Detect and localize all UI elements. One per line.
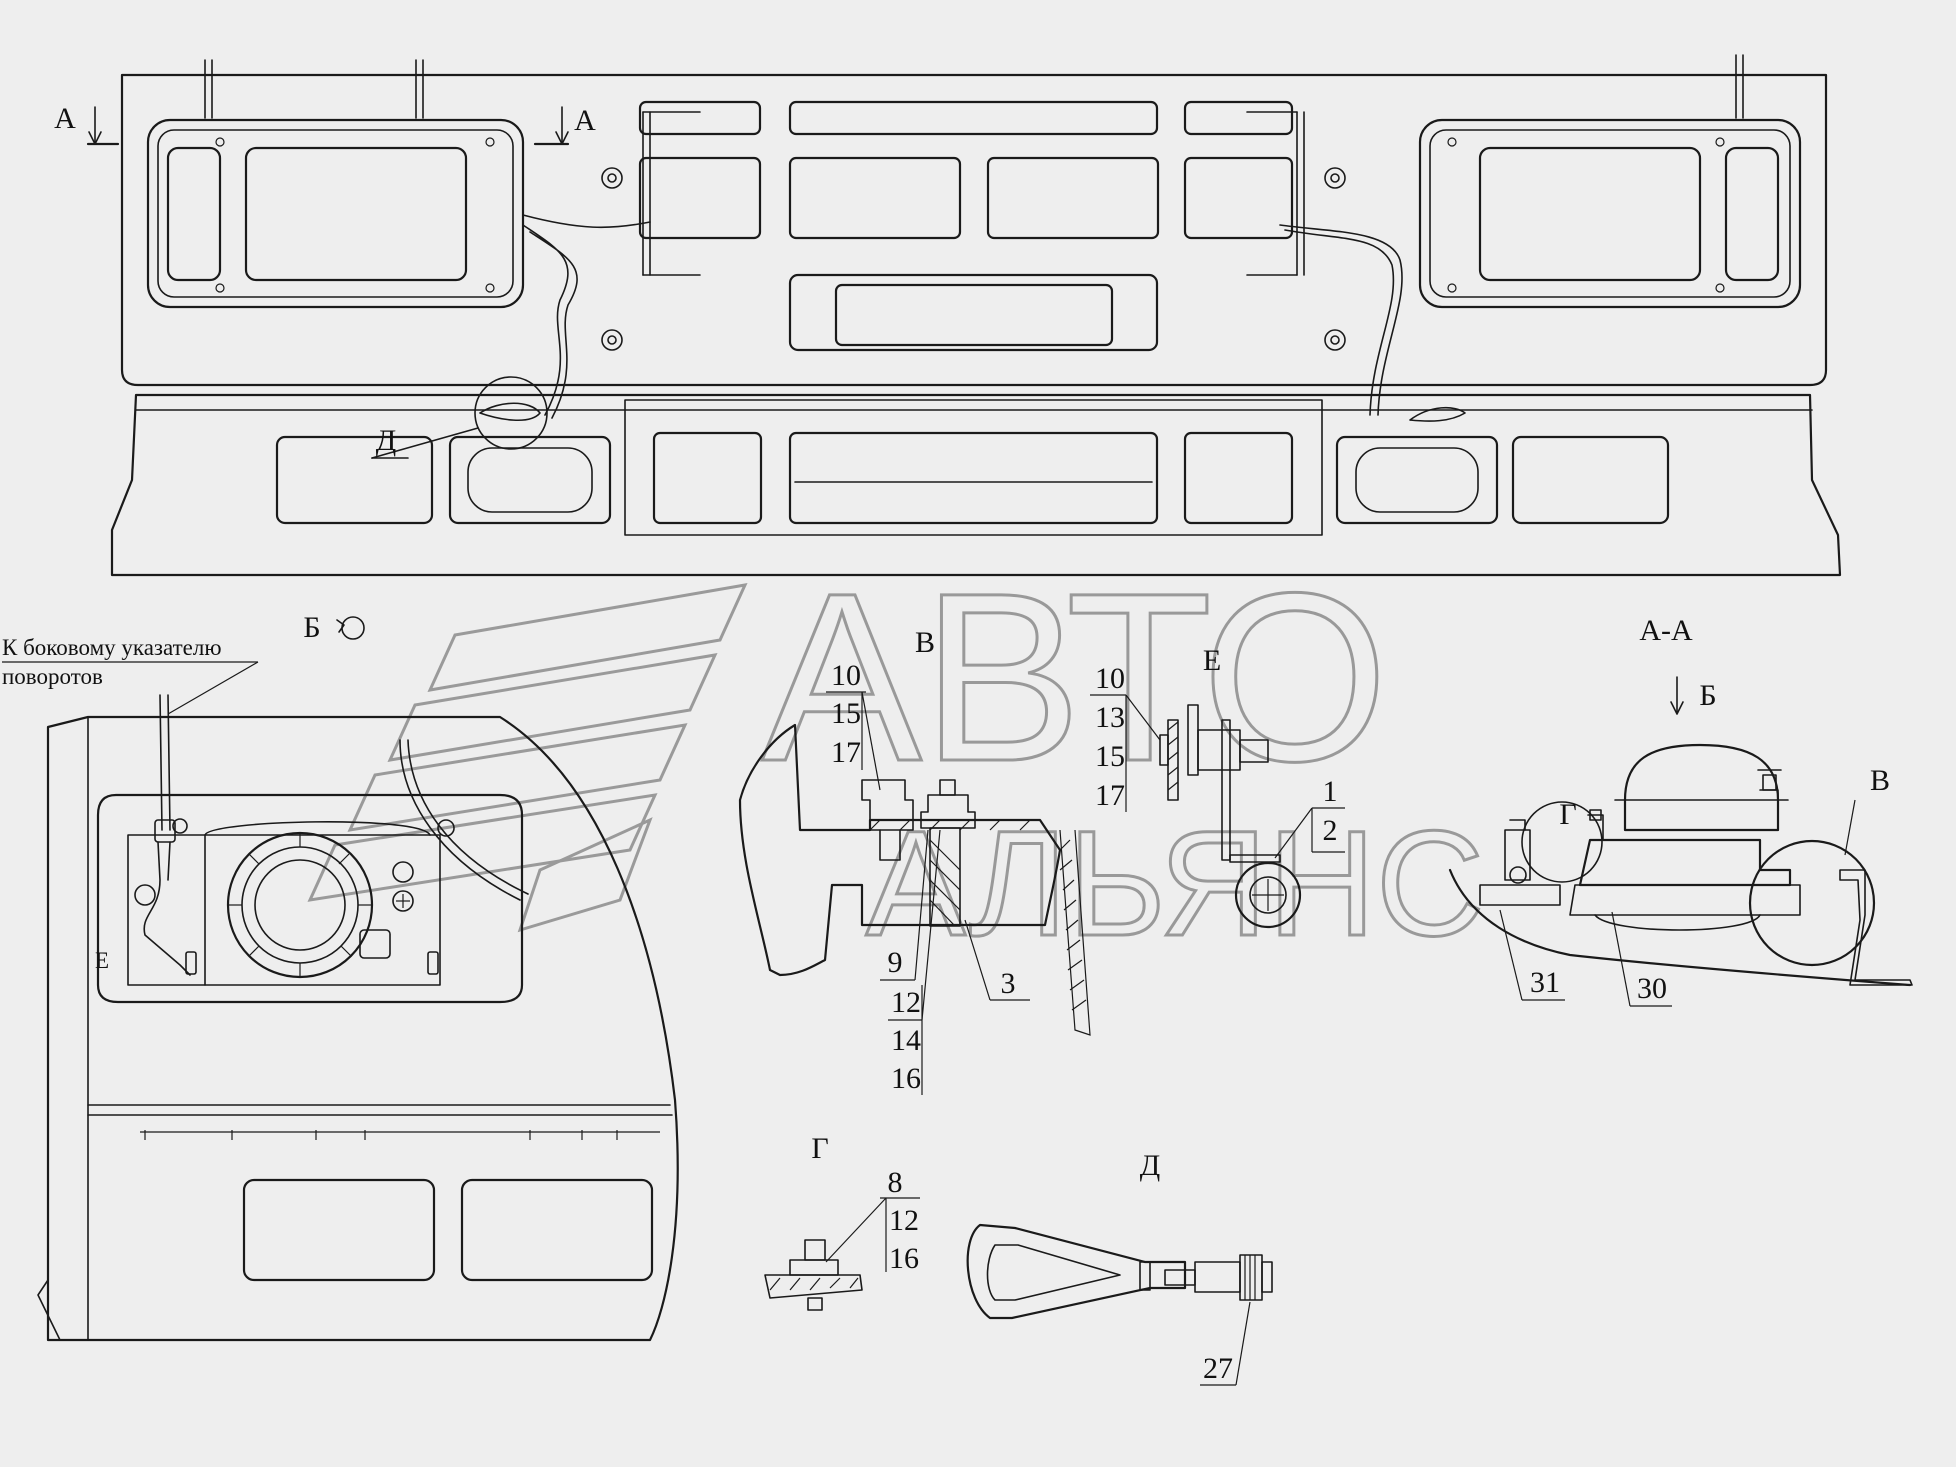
v-num-14: 14: [891, 1024, 921, 1057]
d-num-27: 27: [1203, 1352, 1233, 1385]
lamp-housing: [96, 793, 524, 1004]
fog-lamp-right-housing: [1335, 435, 1499, 525]
e-num-13: 13: [1095, 701, 1125, 734]
bumper-opening-right: [1511, 435, 1670, 525]
label-B-arrow: Б: [1699, 679, 1716, 712]
label-A-right: А: [574, 104, 596, 137]
d-loop-inner: [986, 1244, 1121, 1301]
v-num-17: 17: [831, 736, 861, 769]
headlamp-lens: [241, 846, 359, 964]
g-num-16: 16: [889, 1242, 919, 1275]
section-mark-A-left: А: [54, 102, 120, 146]
bumper-opening-side-2: [460, 1178, 654, 1282]
label-AA-section: А-А: [1639, 614, 1693, 647]
section-mark-A-right: А: [533, 104, 596, 146]
headlight-right: [1418, 118, 1802, 309]
g-nut: [789, 1259, 839, 1276]
section-AA: А-А Б Г В 31 30: [1448, 614, 1913, 1007]
adjuster-screw-1: [392, 861, 414, 883]
e-num-2: 2: [1323, 814, 1338, 847]
upper-panel-outline: [120, 73, 1828, 387]
label-V-circle: В: [1870, 764, 1890, 797]
label-G-callout: Г: [1559, 798, 1576, 831]
label-D-callout: Д: [376, 424, 396, 457]
v-num-12: 12: [891, 986, 921, 1019]
watermark-text-avto: АВТО: [762, 543, 1389, 811]
d-connector: [1194, 1261, 1241, 1293]
v-num-10: 10: [831, 659, 861, 692]
view-V-detail: В 10 15 17 9 12 14 16 3: [738, 626, 1091, 1095]
top-panel-front-view: Д А А: [54, 54, 1842, 577]
e-nut: [1197, 729, 1241, 771]
bumper-opening-left: [275, 435, 434, 525]
mounting-bolts: [601, 167, 1346, 351]
view-D-detail: Д 27: [966, 1149, 1273, 1386]
e-num-17: 17: [1095, 779, 1125, 812]
lamp-body: [1578, 838, 1792, 887]
note-line-2: поворотов: [2, 664, 103, 689]
fog-lamp-left: [467, 447, 593, 513]
watermark: АВТО АЛЬЯНС: [307, 542, 1486, 969]
view-B-side: Б К боковому указателю поворотов: [2, 611, 679, 1342]
v-nut-2: [920, 794, 976, 829]
fog-lamp-left-housing: [448, 435, 612, 525]
headlight-left: [146, 118, 525, 309]
v-profile: [738, 723, 1062, 977]
side-wire: [159, 694, 171, 831]
cab-side-outline: [46, 715, 679, 1342]
bumper-opening-center: [788, 431, 1159, 525]
fog-lamp-right: [1355, 447, 1479, 513]
aa-num-30: 30: [1637, 972, 1667, 1005]
e-panel: [1167, 719, 1179, 801]
adjuster-screw-2: [392, 890, 414, 912]
watermark-wing-logo: [307, 583, 748, 933]
aa-num-31: 31: [1530, 966, 1560, 999]
view-E-detail: Е 10 13 15 17 1 2: [1090, 644, 1345, 929]
v-num-16: 16: [891, 1062, 921, 1095]
label-A-left: А: [54, 102, 76, 135]
connector-box: [359, 929, 391, 959]
view-G-detail: Г 8 12 16: [764, 1132, 920, 1311]
v-num-3: 3: [1001, 967, 1016, 1000]
aa-bracket-screw: [1504, 829, 1531, 881]
trim-clips: [144, 1130, 618, 1140]
label-D-view: Д: [1140, 1149, 1160, 1182]
bumper-opening-center-left: [652, 431, 763, 525]
detail-D-circle: [474, 376, 548, 450]
bumper-outline: [110, 393, 1842, 577]
e-num-15: 15: [1095, 740, 1125, 773]
detail-G-circle: [1521, 801, 1603, 883]
rotation-symbol: [341, 616, 365, 640]
radiator-grille: [638, 100, 1294, 352]
bumper-opening-center-right: [1183, 431, 1294, 525]
e-num-1: 1: [1323, 775, 1338, 808]
v-num-9: 9: [888, 946, 903, 979]
aa-panel-line: [1448, 868, 1912, 987]
e-num-10: 10: [1095, 662, 1125, 695]
g-num-8: 8: [888, 1166, 903, 1199]
bumper-center-recess: [624, 399, 1323, 536]
watermark-text-alyans: АЛЬЯНС: [866, 799, 1484, 967]
v-nut-1: [861, 779, 914, 831]
g-num-12: 12: [889, 1204, 919, 1237]
wiring-harness: [204, 54, 1744, 419]
v-hatching: [869, 819, 1087, 1011]
lamp-cap: [1623, 743, 1780, 832]
wire-mark: Е: [95, 948, 109, 973]
label-E-view: Е: [1203, 644, 1221, 677]
d-loop-outer: [966, 1223, 1187, 1320]
e-grommet: [1234, 861, 1302, 929]
label-B-view: Б: [303, 611, 320, 644]
label-G-view: Г: [811, 1132, 828, 1165]
bumper-opening-side-1: [242, 1178, 436, 1282]
detail-V-circle: [1748, 839, 1876, 967]
note-line-1: К боковому указателю: [2, 635, 222, 660]
label-V-view: В: [915, 626, 935, 659]
v-num-15: 15: [831, 697, 861, 730]
